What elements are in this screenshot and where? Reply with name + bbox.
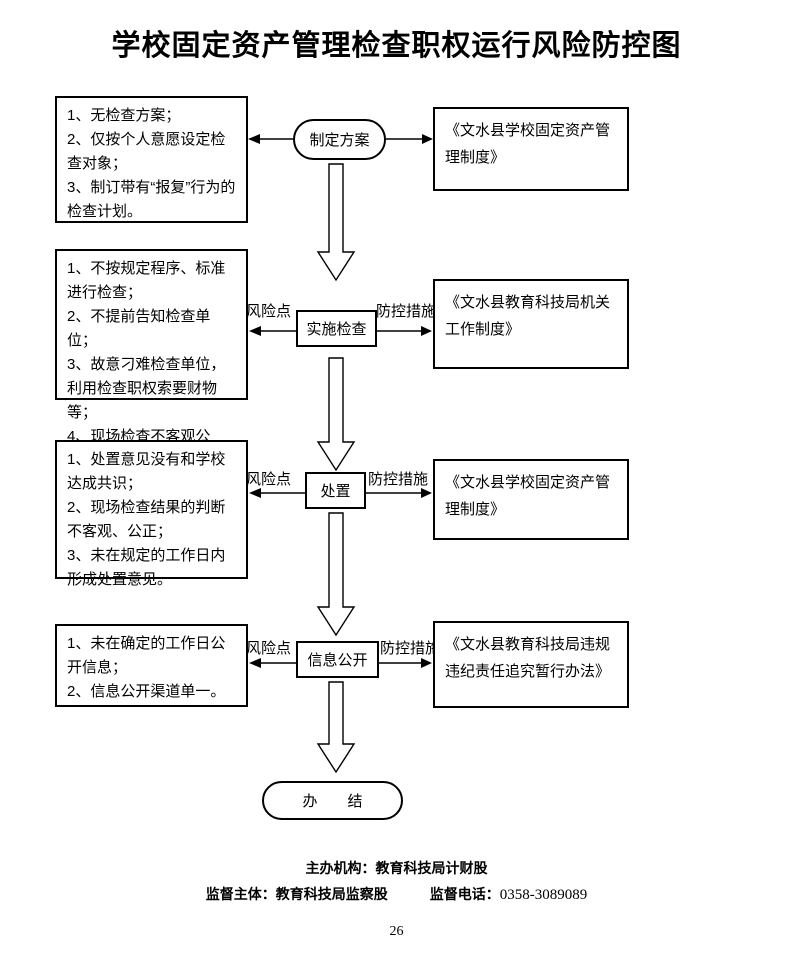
risk-item: 2、现场检查结果的判断不客观、公正；: [67, 499, 226, 540]
control-measure-label: 防控措施: [380, 640, 441, 657]
footer-organizer: 主办机构：教育科技局计财股: [305, 860, 488, 876]
measure-text: 《文水县教育科技局机关工作制度》: [445, 294, 611, 338]
risk-item: 1、处置意见没有和学校达成共识；: [67, 451, 226, 492]
page-number: 26: [389, 924, 404, 939]
page-title: 学校固定资产管理检查职权运行风险防控图: [111, 30, 682, 62]
node-label: 处置: [320, 483, 351, 500]
risk-item: 2、不提前告知检查单位；: [67, 308, 211, 349]
footer-phone-label: 监督电话：: [429, 886, 500, 902]
risk-point-label: 风险点: [246, 303, 292, 320]
measure-text: 《文水县学校固定资产管理制度》: [445, 474, 611, 518]
measure-text: 《文水县教育科技局违规违纪责任追究暂行办法》: [445, 636, 611, 680]
footer-supervisor-text: 监督主体：教育科技局监察股: [205, 886, 388, 902]
measure-box-conduct-inspection: 《文水县教育科技局机关工作制度》: [433, 279, 629, 369]
risk-item: 1、无检查方案；: [67, 107, 181, 124]
risk-item: 3、故意刁难检查单位，利用检查职权索要财物等；: [67, 356, 226, 421]
node-label: 制定方案: [309, 132, 370, 149]
risk-box-make-plan: 1、无检查方案； 2、仅按个人意愿设定检查对象； 3、制订带有“报复”行为的检查…: [55, 96, 248, 223]
footer-phone-number: 0358-3089089: [499, 887, 588, 903]
control-measure-label: 防控措施: [376, 303, 437, 320]
measure-box-disposal: 《文水县学校固定资产管理制度》: [433, 459, 629, 540]
risk-item: 3、未在规定的工作日内形成处置意见。: [67, 547, 226, 588]
measure-box-make-plan: 《文水县学校固定资产管理制度》: [433, 107, 629, 191]
node-label: 信息公开: [307, 652, 368, 669]
risk-item: 3、制订带有“报复”行为的检查计划。: [67, 179, 236, 220]
risk-point-label: 风险点: [246, 640, 292, 657]
control-measure-label: 防控措施: [368, 471, 429, 488]
node-conclude: 办 结: [262, 781, 403, 820]
risk-box-conduct-inspection: 1、不按规定程序、标准进行检查； 2、不提前告知检查单位； 3、故意刁难检查单位…: [55, 249, 248, 493]
measure-text: 《文水县学校固定资产管理制度》: [445, 122, 611, 166]
footer-supervisor: 监督主体：教育科技局监察股 监督电话：0358-3089089: [0, 884, 793, 904]
node-information-disclosure: 信息公开: [296, 641, 379, 678]
node-conduct-inspection: 实施检查: [296, 310, 377, 347]
node-label: 办 结: [302, 793, 363, 810]
node-label: 实施检查: [306, 321, 367, 338]
risk-item: 1、未在确定的工作日公开信息；: [67, 635, 226, 676]
measure-box-information-disclosure: 《文水县教育科技局违规违纪责任追究暂行办法》: [433, 621, 629, 708]
node-make-plan: 制定方案: [293, 119, 386, 160]
risk-item: 2、仅按个人意愿设定检查对象；: [67, 131, 226, 172]
risk-item: 1、不按规定程序、标准进行检查；: [67, 260, 226, 301]
risk-item: 2、信息公开渠道单一。: [67, 683, 226, 700]
risk-point-label: 风险点: [246, 471, 292, 488]
risk-box-disposal: 1、处置意见没有和学校达成共识； 2、现场检查结果的判断不客观、公正； 3、未在…: [55, 440, 248, 588]
node-disposal: 处置: [305, 472, 366, 509]
risk-box-information-disclosure: 1、未在确定的工作日公开信息； 2、信息公开渠道单一。: [55, 624, 248, 707]
